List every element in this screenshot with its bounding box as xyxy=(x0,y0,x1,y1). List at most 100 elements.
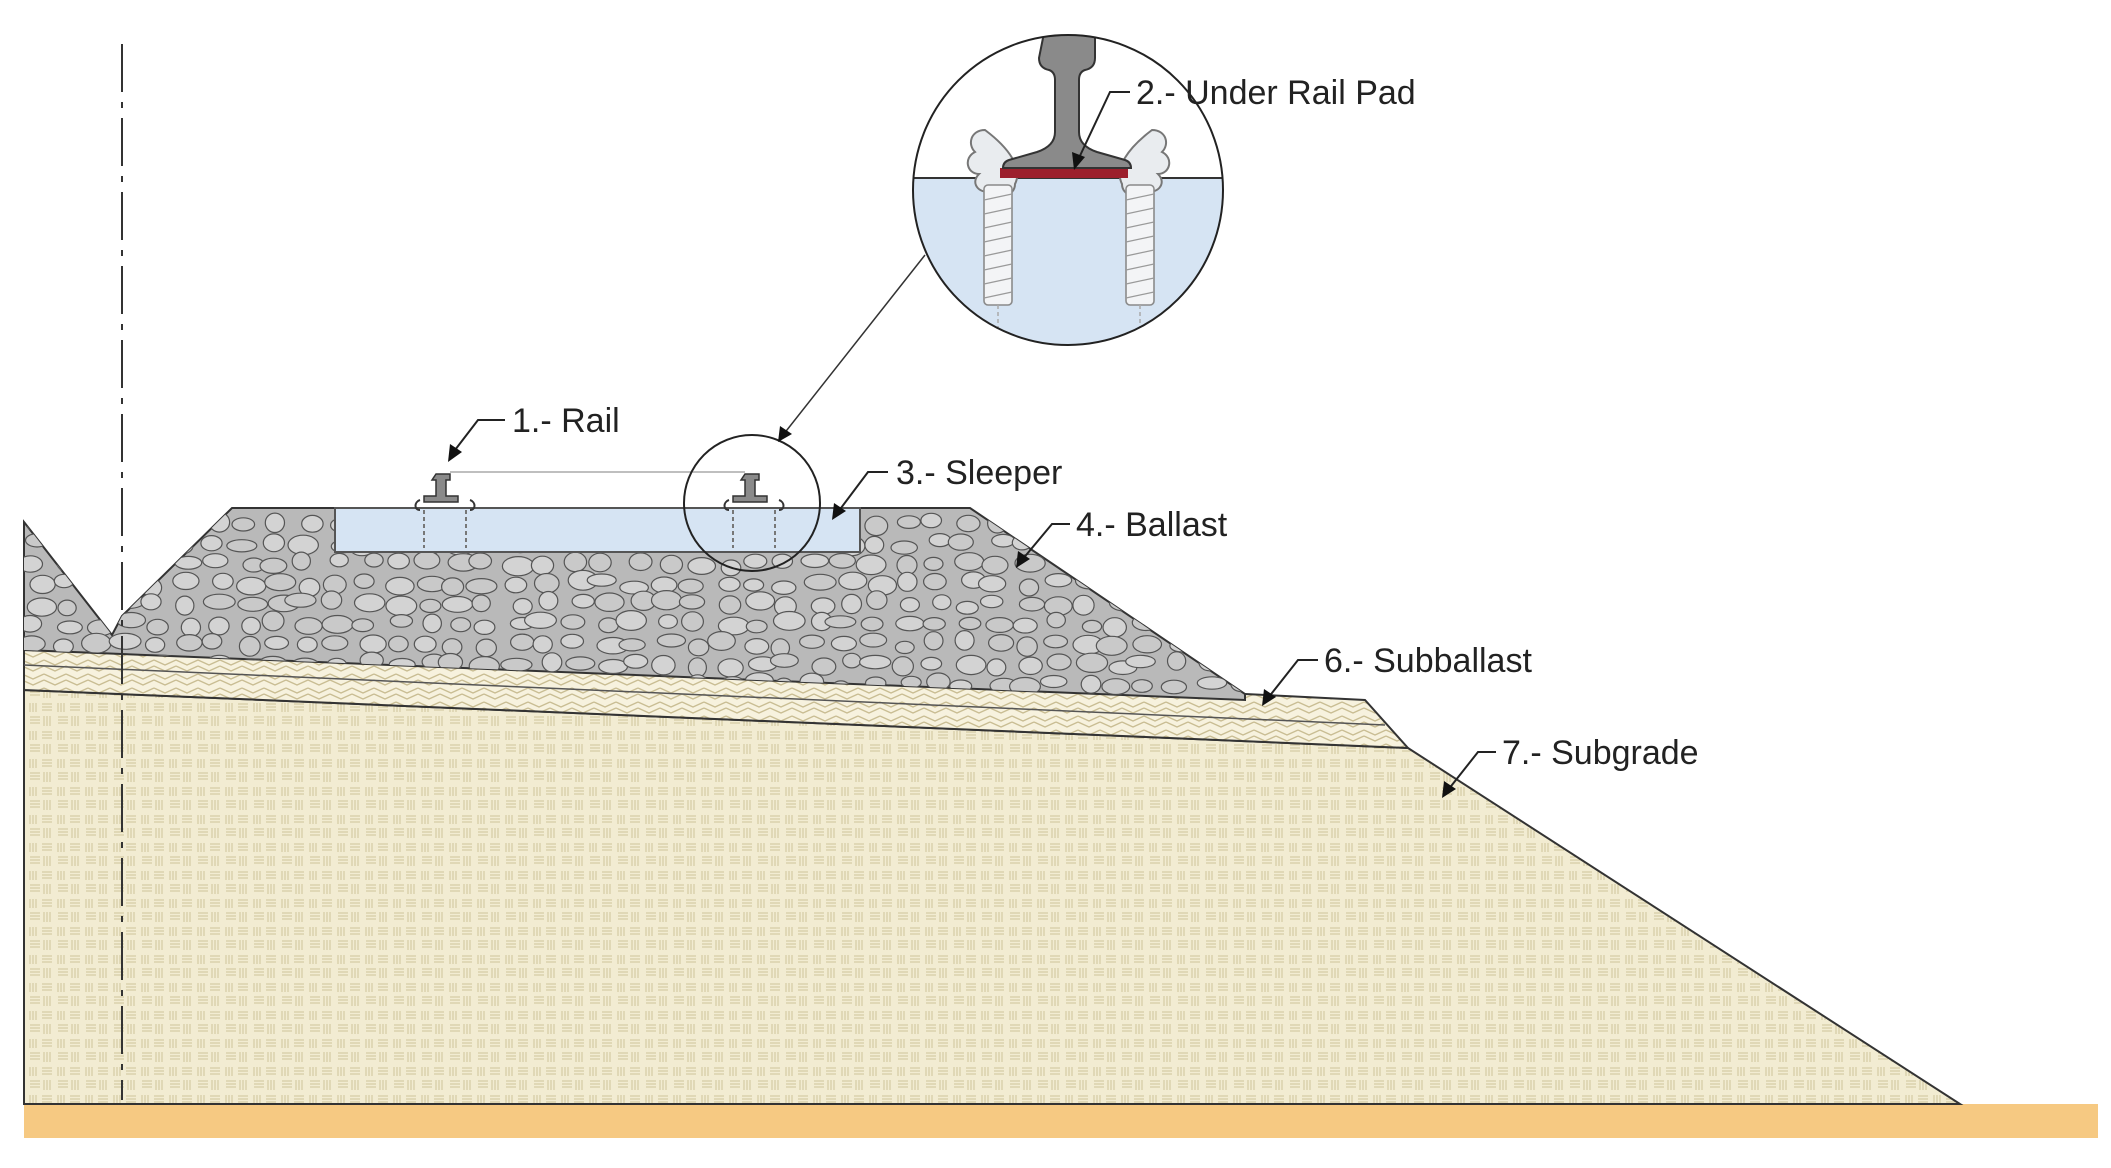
ballast-stone xyxy=(772,610,806,631)
ballast-stone xyxy=(954,630,975,651)
ballast-stone xyxy=(450,617,472,633)
ballast-stone xyxy=(180,617,202,638)
ballast-stone xyxy=(1226,574,1245,593)
ballast-stone xyxy=(628,552,653,572)
ballast-stone xyxy=(29,574,56,595)
ballast-stone xyxy=(771,553,794,569)
ballast-stone xyxy=(1046,653,1072,671)
ballast-stone xyxy=(560,614,586,630)
ballast-stone xyxy=(1164,612,1185,629)
ballast-stone xyxy=(890,540,918,555)
ballast-stone xyxy=(1080,674,1102,694)
ballast-stone xyxy=(226,539,258,553)
ballast-stone xyxy=(24,532,50,548)
ballast-stone xyxy=(565,656,596,671)
ballast-stone xyxy=(84,577,104,593)
ballast-stone xyxy=(175,519,198,536)
ballast-stone xyxy=(261,610,285,632)
ballast-stone xyxy=(657,614,678,629)
ballast-stone xyxy=(1016,636,1038,657)
ballast-stone xyxy=(1102,617,1127,638)
ballast-stone xyxy=(891,656,915,677)
ballast-stone xyxy=(175,595,195,616)
ballast-stone xyxy=(895,615,925,632)
ballast-stone xyxy=(742,578,765,592)
ballast-stone xyxy=(1083,552,1104,572)
under-rail-pad xyxy=(1000,168,1128,178)
ballast-stone xyxy=(264,635,290,651)
ballast-stone xyxy=(501,556,535,577)
ballast-stone xyxy=(56,620,83,635)
ballast-stone xyxy=(385,595,418,617)
ballast-stone xyxy=(1095,635,1128,656)
label-ballast: 4.- Ballast xyxy=(1076,506,1228,544)
ballast-stone xyxy=(680,611,704,632)
ballast-stone xyxy=(500,657,533,672)
ballast-stone xyxy=(351,618,375,633)
ballast-stone xyxy=(1101,678,1131,696)
ballast-stone xyxy=(798,634,825,649)
ballast-stone xyxy=(923,572,947,591)
ballast-stone xyxy=(200,535,223,552)
ballast-stone xyxy=(1109,560,1130,575)
ballast-stone xyxy=(594,592,625,612)
ballast-stone xyxy=(1043,634,1069,649)
ballast-stone xyxy=(560,633,585,649)
ballast-stone xyxy=(979,594,1004,609)
label-rail: 1.- Rail xyxy=(512,402,620,440)
ballast-stone xyxy=(1198,652,1221,672)
label-under-rail-pad: 2.- Under Rail Pad xyxy=(1136,74,1416,112)
ballast-stone xyxy=(618,638,646,652)
ballast-stone xyxy=(1230,676,1245,693)
ballast-stone xyxy=(864,515,889,537)
ballast-stone xyxy=(140,593,162,611)
ballast-stone xyxy=(896,571,918,592)
ballast-stone xyxy=(1126,551,1158,571)
ballast-stone xyxy=(168,537,194,555)
ballast-stone xyxy=(651,654,676,676)
ballast-stone xyxy=(530,555,555,576)
ballast-stone xyxy=(563,551,588,573)
ballast-stone xyxy=(987,634,1015,652)
ballast-stone xyxy=(510,633,535,651)
ballast-stone xyxy=(859,632,888,648)
ballast-stone xyxy=(532,635,553,654)
ballast-stone xyxy=(320,590,343,610)
ballast-stone xyxy=(387,552,411,570)
ballast-stone xyxy=(1189,579,1214,593)
ballast-stone xyxy=(920,512,943,529)
ballast-stone xyxy=(841,593,863,615)
ballast-stone xyxy=(1219,655,1241,674)
ballast-stone xyxy=(1192,612,1216,633)
ballast-stone xyxy=(24,635,46,653)
ballast-stone xyxy=(588,552,612,573)
detail-connector-line xyxy=(782,254,926,436)
ballast-stone xyxy=(108,632,142,650)
ballast-stone xyxy=(146,618,169,636)
ballast-stone xyxy=(473,619,496,636)
ballast-stone xyxy=(743,553,768,569)
rail-right xyxy=(723,473,785,548)
ballast-stone xyxy=(441,638,463,656)
ballast-stone xyxy=(955,600,979,615)
ballast-stone xyxy=(301,514,324,533)
detail-highlight-circle xyxy=(683,434,821,572)
ballast-stone xyxy=(57,599,77,617)
ballast-stone xyxy=(321,614,354,634)
ballast-stone xyxy=(26,597,58,617)
ballast-stone xyxy=(174,555,203,570)
ballast-stone xyxy=(800,553,830,569)
ballast-stone xyxy=(441,595,474,613)
ballast-stone xyxy=(89,591,109,610)
ballast-stone xyxy=(284,592,317,608)
ballast-stone xyxy=(859,654,892,670)
ballast-stone xyxy=(828,552,857,569)
label-subgrade: 7.- Subgrade xyxy=(1502,734,1699,772)
ballast-stone xyxy=(860,616,884,632)
ballast-stone xyxy=(389,614,414,628)
ballast-stone xyxy=(718,595,742,615)
ballast-stone xyxy=(803,573,837,591)
ballast-stone xyxy=(512,597,533,615)
ballast-stone xyxy=(176,633,203,652)
ballast-stone xyxy=(810,597,836,615)
